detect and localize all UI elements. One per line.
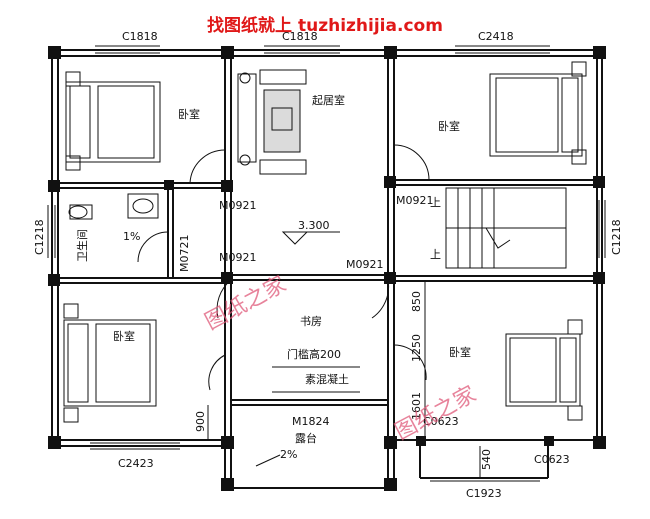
window-c1218-left: C1218	[33, 219, 46, 255]
room-bedroom-sw: 卧室	[113, 329, 135, 343]
pillars	[48, 46, 606, 491]
window-c1923: C1923	[466, 487, 502, 500]
slope-bath: 1%	[123, 230, 140, 243]
dim-1250: 1250	[410, 334, 423, 362]
room-bedroom-ne: 卧室	[438, 119, 460, 133]
room-bedroom-nw: 卧室	[178, 107, 200, 121]
dim-1601: 1601	[410, 392, 423, 420]
window-c2418: C2418	[478, 30, 514, 43]
window-c1818-left: C1818	[122, 30, 158, 43]
dim-900: 900	[194, 411, 207, 432]
window-c0623-a: C0623	[423, 415, 459, 428]
walls	[51, 49, 603, 489]
dim-lines	[207, 281, 481, 478]
window-c1218-right: C1218	[610, 219, 623, 255]
dim-850: 850	[410, 291, 423, 312]
door-m0721: M0721	[178, 235, 191, 273]
door-m1824: M1824	[292, 415, 330, 428]
room-study: 书房	[300, 315, 322, 328]
door-m0921-a: M0921	[219, 199, 257, 212]
window-c2423: C2423	[118, 457, 154, 470]
room-terrace: 露台	[295, 431, 317, 445]
door-swings	[137, 144, 430, 391]
svg-text:3.300: 3.300	[298, 219, 330, 232]
door-m0921-c: M0921	[219, 251, 257, 264]
threshold-note: 门槛高200	[287, 347, 341, 361]
room-living: 起居室	[312, 93, 345, 107]
watermark-mid: 图纸之家	[201, 272, 290, 335]
watermark-right: 图纸之家	[391, 382, 480, 445]
room-bedroom-se: 卧室	[449, 345, 471, 359]
dim-540: 540	[480, 449, 493, 470]
stair-up-bottom: 上	[430, 248, 441, 261]
bath-fixtures	[68, 193, 159, 220]
sofa-set	[237, 69, 307, 175]
window-marks	[47, 45, 606, 482]
elevation-mark: 3.300	[281, 219, 340, 245]
slope-terrace: 2%	[280, 448, 297, 461]
window-c1818-mid: C1818	[282, 30, 318, 43]
door-m0921-d: M0921	[346, 258, 384, 271]
staircase	[445, 187, 567, 269]
concrete-note: 素混凝土	[305, 372, 349, 386]
site-banner: 找图纸就上 tuzhizhijia.com	[207, 15, 443, 36]
door-m0921-b: M0921	[396, 194, 434, 207]
stair-up-top: 上	[430, 196, 441, 209]
bed-furniture	[63, 61, 587, 423]
room-bathroom: 卫生间	[75, 229, 89, 262]
window-c0623-b: C0623	[534, 453, 570, 466]
